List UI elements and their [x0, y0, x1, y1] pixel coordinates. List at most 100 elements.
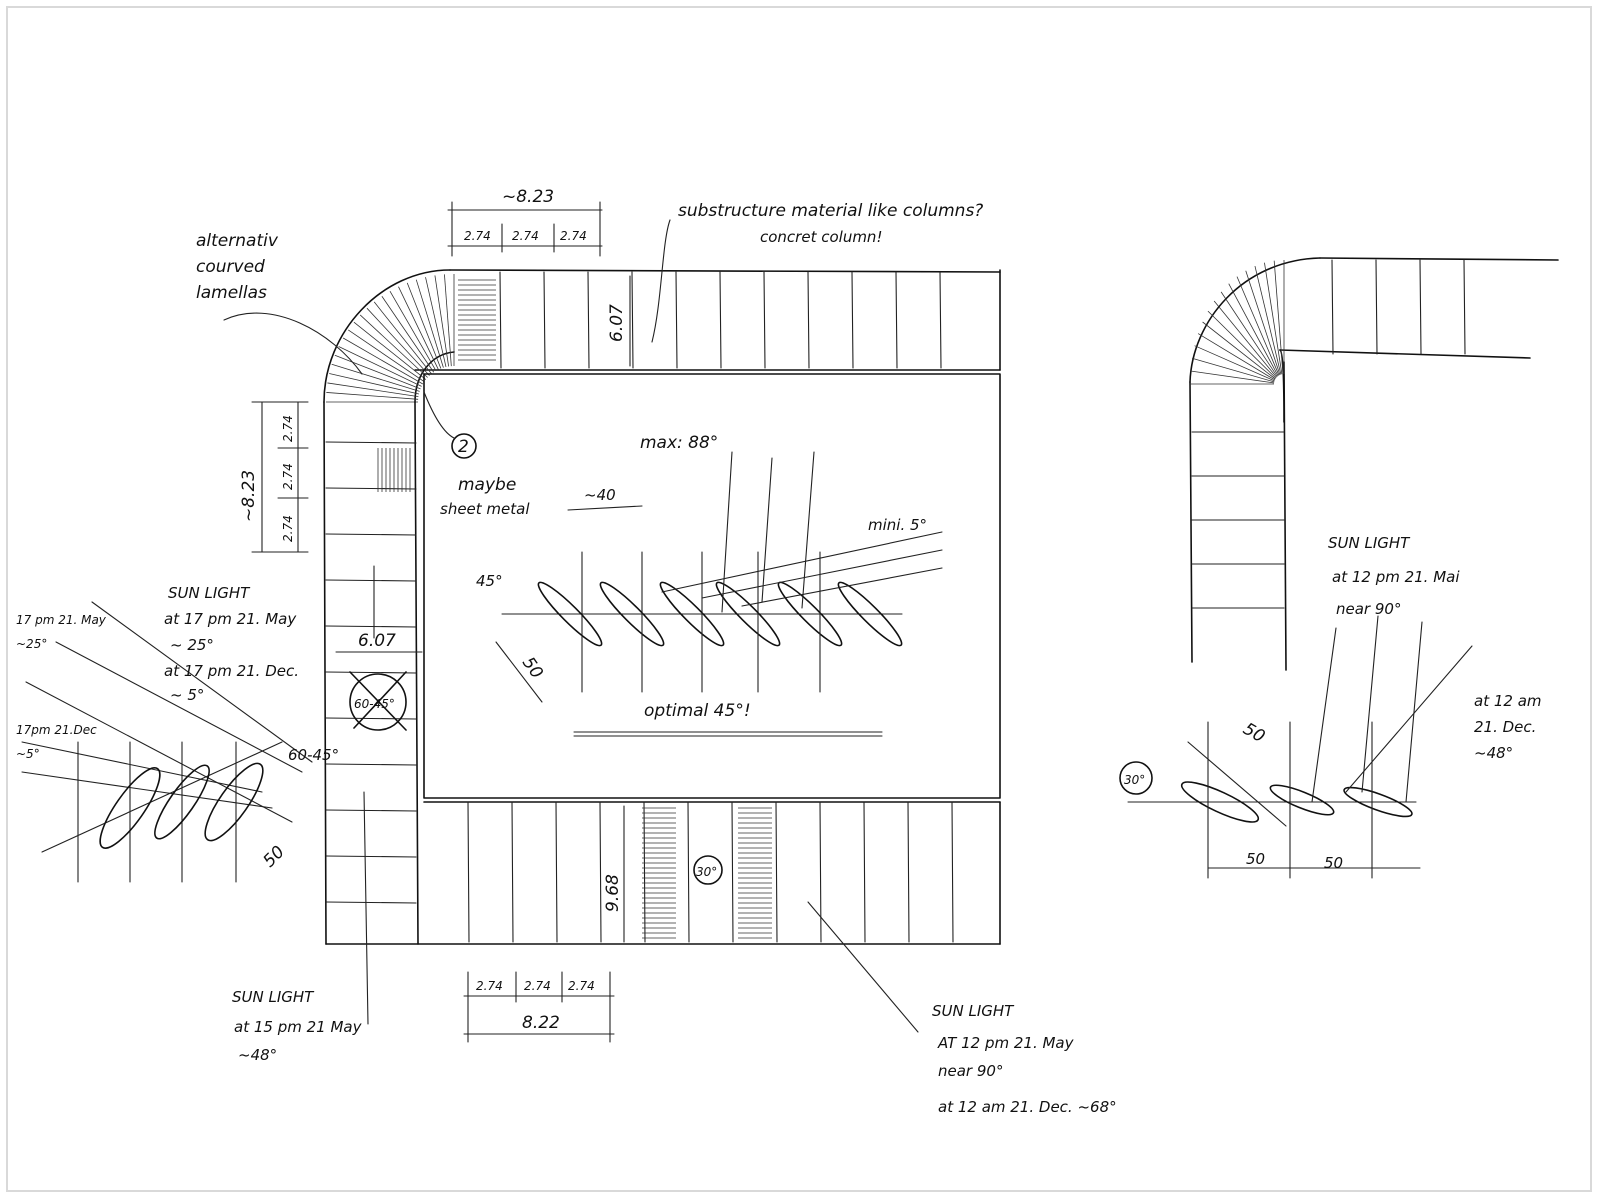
- lamella: [951, 801, 954, 943]
- sun-ray: [1361, 615, 1379, 793]
- sun-ray: [1311, 627, 1337, 803]
- main-plan: [323, 269, 1001, 945]
- hatch-line: [1190, 370, 1275, 384]
- hatch-line: [359, 314, 428, 378]
- note-alternativ-3: lamellas: [196, 283, 267, 303]
- dim-left-part-2: 2.74: [281, 463, 295, 490]
- sun-ray: [55, 641, 303, 773]
- ray-line: [41, 741, 283, 853]
- hatch-line: [1207, 310, 1277, 379]
- lamella: [863, 801, 866, 943]
- note-substructure: substructure material like columns?: [678, 201, 983, 221]
- sun-left-3: ~ 25°: [170, 636, 214, 654]
- lamella-section: [599, 581, 665, 647]
- lamella: [325, 441, 417, 444]
- sun-ray: [21, 771, 273, 809]
- hatch-line: [434, 275, 450, 367]
- leader-lines: [223, 219, 919, 1033]
- lamella: [511, 801, 514, 943]
- hatch-line: [348, 329, 425, 383]
- curved-corner: [323, 269, 455, 403]
- lamella: [687, 801, 690, 943]
- ray-line: [801, 451, 815, 609]
- sun-12pm-right-2: at 12 pm 21. Mai: [1332, 568, 1460, 586]
- hatch-line: [1213, 300, 1277, 378]
- lamella: [325, 533, 417, 536]
- sun-left-1: SUN LIGHT: [168, 584, 251, 602]
- label-17pm-dec-1: 17pm 21.Dec: [16, 723, 97, 737]
- hatch-line: [1191, 357, 1275, 383]
- ray-line: [1187, 741, 1287, 827]
- ray-line: [661, 531, 943, 593]
- sun-15pm-3: ~48°: [238, 1046, 277, 1064]
- dim-bottom-part-1: 2.74: [476, 979, 503, 993]
- tilde-40-label: ~40: [584, 486, 616, 504]
- courtyard: [423, 373, 1001, 799]
- sun-12pm-bottom-3: near 90°: [938, 1062, 1003, 1080]
- hatch-line: [373, 301, 432, 375]
- architectural-sketch: ~8.23 2.74 2.74 2.74 6.07 ~8.23 2.74 2.7…: [16, 187, 1559, 1116]
- lamella: [807, 271, 810, 369]
- hatch-line: [1202, 321, 1276, 380]
- hatch-line: [338, 346, 422, 387]
- note-alternativ-2: courved: [196, 257, 265, 277]
- hatch-line: [389, 290, 437, 372]
- hatch-line: [1228, 283, 1279, 377]
- hatch-line: [329, 373, 419, 395]
- dim-top-total: ~8.23: [502, 187, 554, 207]
- lamella: [763, 271, 766, 369]
- lamella: [631, 271, 634, 369]
- sun-15pm-2: at 15 pm 21 May: [234, 1018, 363, 1036]
- dim-50-right-a: 50: [1246, 850, 1265, 868]
- dim-bottom-part-2: 2.74: [524, 979, 551, 993]
- hatch-line: [1197, 333, 1276, 381]
- lamella: [851, 271, 854, 369]
- sun-ray: [1345, 645, 1473, 793]
- dim-top-depth: 6.07: [607, 304, 627, 342]
- circle-30-bottom-label: 30°: [696, 865, 717, 879]
- sun-ray: [1405, 621, 1423, 803]
- hatch-line: [406, 282, 442, 369]
- dim-top-part-3: 2.74: [560, 229, 587, 243]
- sun-12pm-right-1: SUN LIGHT: [1328, 534, 1411, 552]
- circle-60-45-label: 60-45°: [354, 697, 395, 711]
- hatch-line: [415, 279, 444, 368]
- hatch-line: [342, 337, 424, 385]
- lamella: [325, 763, 417, 766]
- lamella: [325, 487, 417, 490]
- top-wing: [414, 269, 1001, 371]
- lamella: [325, 717, 417, 720]
- sun-ray: [21, 741, 263, 793]
- lamella: [543, 271, 546, 369]
- dim-50-right-b: 50: [1324, 854, 1343, 872]
- notes: alternativ courved lamellas substructure…: [16, 201, 1542, 1116]
- hatch-line: [1254, 265, 1282, 375]
- dim-50-left: 50: [259, 842, 288, 871]
- hatch-line: [1194, 345, 1275, 382]
- circle-30-right-label: 30°: [1124, 773, 1145, 787]
- lamella: [325, 579, 417, 582]
- lamella-section: [837, 581, 903, 647]
- lamella: [1463, 259, 1466, 355]
- dim-bottom-depth: 9.68: [603, 874, 623, 912]
- lamella: [1331, 259, 1334, 355]
- circle-markers: 2 60-45° 30° 30°: [349, 433, 1153, 885]
- ray-line: [701, 549, 943, 599]
- dim-50-right-top: 50: [1240, 719, 1269, 747]
- hatch-line: [327, 382, 419, 398]
- lamella: [325, 671, 417, 674]
- lamella: [555, 801, 558, 943]
- hatch-line: [1220, 291, 1278, 377]
- sun-12pm-bottom-1: SUN LIGHT: [932, 1002, 1015, 1020]
- sun-12pm-right-3: near 90°: [1336, 600, 1401, 618]
- label-17pm-dec-2: ~5°: [16, 747, 40, 761]
- lamella: [939, 271, 942, 369]
- note-maybe: maybe: [458, 475, 516, 495]
- dim-left-part-1: 2.74: [281, 415, 295, 442]
- note-sheet-metal: sheet metal: [440, 500, 530, 518]
- dim-bottom-part-3: 2.74: [568, 979, 595, 993]
- lamella: [907, 801, 910, 943]
- hatch-line: [1245, 270, 1281, 375]
- sun-15pm-1: SUN LIGHT: [232, 988, 315, 1006]
- min-angle-label: mini. 5°: [868, 516, 927, 534]
